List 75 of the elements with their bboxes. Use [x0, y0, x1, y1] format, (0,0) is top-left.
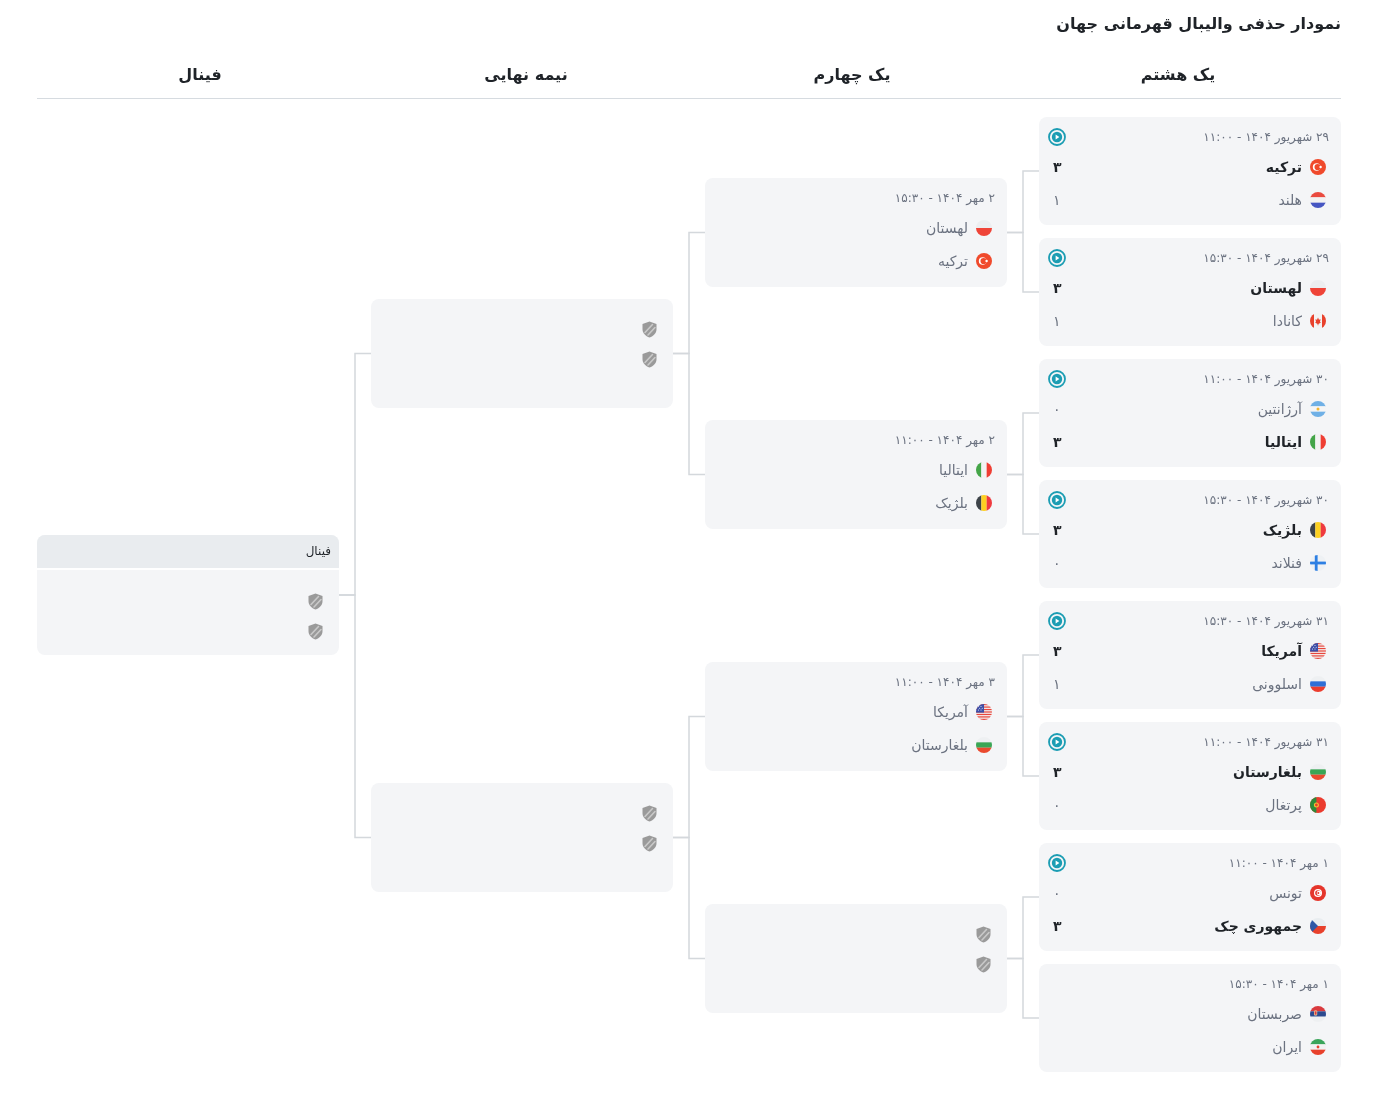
match-card — [1039, 964, 1341, 1072]
column-header: یک چهارم — [813, 64, 891, 86]
match-date: ۲۹ شهریور ۱۴۰۴ - ۱۱:۰۰ — [1203, 129, 1329, 145]
team-name: ایتالیا — [1264, 432, 1302, 452]
team-name: هلند — [1278, 190, 1302, 210]
score: ۳ — [1053, 762, 1062, 782]
score: ۱ — [1053, 674, 1061, 694]
score: ۳ — [1053, 157, 1062, 177]
team-name: ترکیه — [937, 251, 968, 271]
match-date: ۲ مهر ۱۴۰۴ - ۱۱:۰۰ — [894, 432, 995, 448]
team-name: کانادا — [1272, 311, 1302, 331]
team-name: تونس — [1269, 883, 1302, 903]
match-card — [37, 535, 339, 655]
team-name: فنلاند — [1271, 553, 1302, 573]
score: ۳ — [1053, 641, 1062, 661]
match-date: ۳۱ شهریور ۱۴۰۴ - ۱۵:۳۰ — [1203, 613, 1329, 629]
match-date: ۲ مهر ۱۴۰۴ - ۱۵:۳۰ — [894, 190, 995, 206]
match-card — [371, 783, 673, 892]
score: ۳ — [1053, 916, 1062, 936]
team-name: آرژانتین — [1257, 399, 1302, 419]
score: ۰ — [1053, 795, 1061, 815]
score: ۳ — [1053, 520, 1062, 540]
match-card — [1039, 843, 1341, 951]
match-card — [1039, 722, 1341, 830]
bracket-connector — [1006, 715, 1040, 777]
bracket-connector — [1006, 231, 1040, 293]
score: ۱ — [1053, 190, 1061, 210]
score: ۰ — [1053, 883, 1061, 903]
match-card — [371, 299, 673, 408]
team-name: بلغارستان — [1233, 762, 1302, 782]
team-name: آمریکا — [1261, 641, 1302, 661]
column-header: فینال — [178, 64, 222, 86]
match-date: ۳ مهر ۱۴۰۴ - ۱۱:۰۰ — [894, 674, 995, 690]
score: ۳ — [1053, 278, 1062, 298]
diagram-title: نمودار حذفی والیبال قهرمانی جهان — [1056, 13, 1341, 35]
match-date: ۱ مهر ۱۴۰۴ - ۱۱:۰۰ — [1228, 855, 1329, 871]
match-card — [1039, 359, 1341, 467]
team-name: بلغارستان — [911, 735, 968, 755]
match-date: ۳۰ شهریور ۱۴۰۴ - ۱۵:۳۰ — [1203, 492, 1329, 508]
bracket-connector — [1006, 473, 1040, 535]
card-header: فینال — [37, 535, 339, 570]
column-header: یک هشتم — [1140, 64, 1216, 86]
score: ۳ — [1053, 432, 1062, 452]
team-name: صربستان — [1247, 1004, 1302, 1024]
bracket-connector — [1006, 957, 1040, 1019]
match-card — [705, 178, 1007, 287]
match-card — [1039, 117, 1341, 225]
score: ۱ — [1053, 311, 1061, 331]
team-name: ایتالیا — [938, 460, 968, 480]
team-name: ترکیه — [1265, 157, 1302, 177]
match-date: ۳۱ شهریور ۱۴۰۴ - ۱۱:۰۰ — [1203, 734, 1329, 750]
match-date: ۱ مهر ۱۴۰۴ - ۱۵:۳۰ — [1228, 976, 1329, 992]
team-name: اسلوونی — [1252, 674, 1302, 694]
column-header: نیمه نهایی — [484, 64, 568, 86]
score: ۰ — [1053, 399, 1061, 419]
match-card — [1039, 480, 1341, 588]
team-name: ایران — [1272, 1037, 1302, 1057]
team-name: بلژیک — [935, 493, 968, 513]
team-name: بلژیک — [1262, 520, 1302, 540]
match-card — [705, 662, 1007, 771]
match-date: ۳۰ شهریور ۱۴۰۴ - ۱۱:۰۰ — [1203, 371, 1329, 387]
team-name: لهستان — [926, 218, 968, 238]
match-date: ۲۹ شهریور ۱۴۰۴ - ۱۵:۳۰ — [1203, 250, 1329, 266]
match-card — [705, 420, 1007, 529]
match-card — [1039, 238, 1341, 346]
match-card — [1039, 601, 1341, 709]
bracket-connector — [672, 836, 706, 960]
team-name: جمهوری چک — [1214, 916, 1302, 936]
team-name: پرتغال — [1265, 795, 1302, 815]
match-card — [705, 904, 1007, 1013]
bracket-connector — [672, 352, 706, 476]
team-name: آمریکا — [933, 702, 968, 722]
team-name: لهستان — [1250, 278, 1302, 298]
score: ۰ — [1053, 553, 1061, 573]
bracket-connector — [338, 594, 372, 839]
